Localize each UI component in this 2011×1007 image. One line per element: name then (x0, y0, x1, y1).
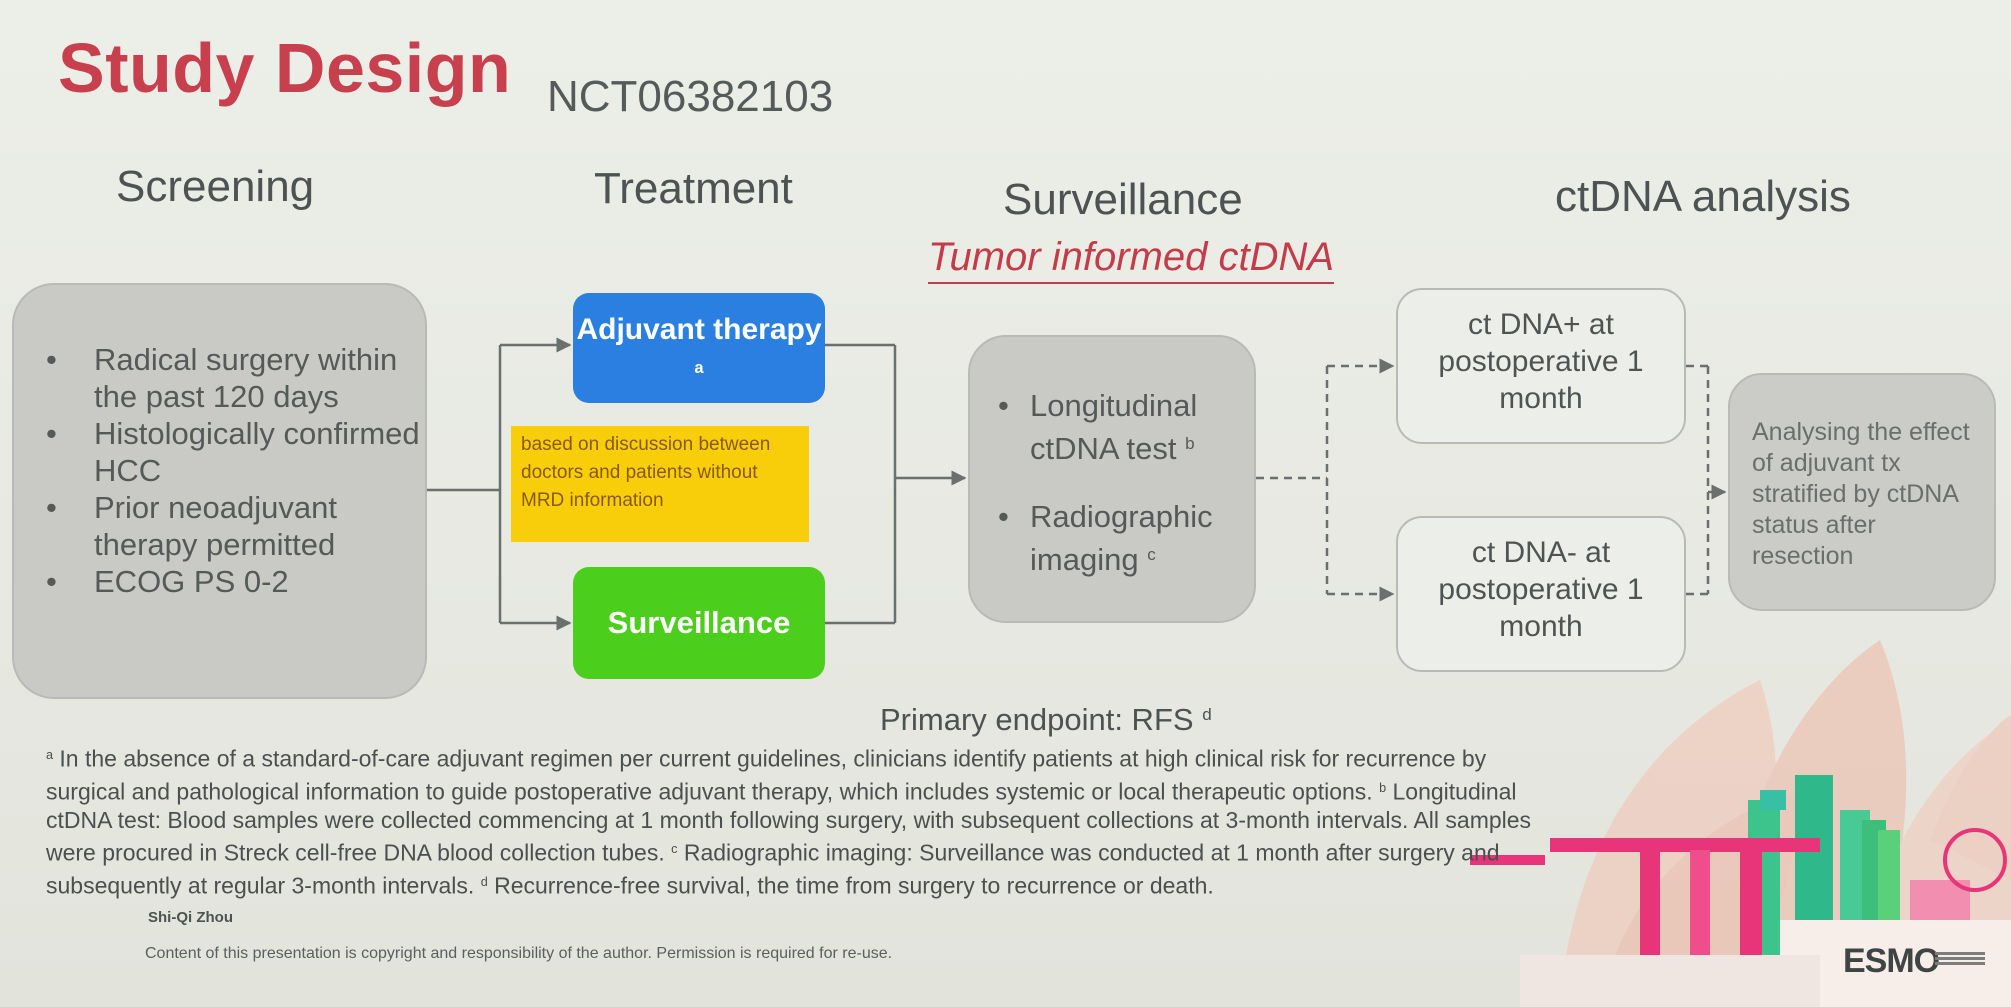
footnote-a-text: In the absence of a standard-of-care adj… (46, 745, 1487, 805)
slide-title: Study Design (58, 29, 512, 107)
surveillance-methods-box: Longitudinal ctDNA test b Radiographic i… (968, 335, 1256, 623)
surveillance-arm-box: Surveillance (573, 567, 825, 679)
footnote-a-mark: a (46, 748, 54, 762)
esmo-logo: ESMO (1843, 942, 1940, 980)
screening-criteria-box: Radical surgery within the past 120 days… (12, 283, 427, 699)
phase-treatment: Treatment (594, 164, 793, 213)
screening-criteria-list: Radical surgery within the past 120 days… (14, 285, 425, 600)
trial-id: NCT06382103 (547, 72, 834, 121)
criterion-item: Prior neoadjuvant therapy permitted (46, 489, 425, 563)
tumor-informed-subheading: Tumor informed ctDNA (928, 235, 1335, 284)
skyline-decoration (1470, 775, 2011, 1007)
surveillance-method-text: Radiographic imaging (1030, 499, 1213, 578)
adjuvant-therapy-box: Adjuvant therapy a (573, 293, 825, 403)
criterion-item: Histologically confirmed HCC (46, 415, 425, 489)
footnote-mark-d: d (1202, 704, 1212, 724)
ctdna-positive-box: ct DNA+ at postoperative 1 month (1396, 288, 1686, 444)
author-name: Shi-Qi Zhou (148, 909, 233, 926)
footnote-c-mark: c (671, 842, 678, 857)
footnote-d-mark: d (480, 874, 488, 889)
primary-endpoint: Primary endpoint: RFS d (880, 702, 1212, 738)
footnote-d-text: Recurrence-free survival, the time from … (494, 872, 1214, 899)
footnotes: a In the absence of a standard-of-care a… (46, 741, 1566, 900)
ctdna-negative-box: ct DNA- at postoperative 1 month (1396, 516, 1686, 672)
surveillance-method-item: Radiographic imaging c (998, 498, 1254, 579)
surveillance-method-item: Longitudinal ctDNA test b (998, 387, 1254, 468)
esmo-logo-tagline (1935, 950, 1985, 967)
phase-ctdna-analysis: ctDNA analysis (1555, 172, 1851, 221)
phase-surveillance: Surveillance (1003, 175, 1243, 224)
footnote-b-mark: b (1379, 780, 1387, 795)
surveillance-methods-list: Longitudinal ctDNA test b Radiographic i… (970, 337, 1254, 579)
adjuvant-therapy-label: Adjuvant therapy (576, 313, 822, 346)
decision-note-box: based on discussion between doctors and … (511, 426, 809, 542)
criterion-item: Radical surgery within the past 120 days (46, 341, 425, 415)
footnote-mark-a: a (694, 359, 704, 377)
footnote-mark-c: c (1147, 545, 1156, 565)
footnote-mark-b: b (1185, 434, 1195, 453)
analysis-box: Analysing the effect of adjuvant tx stra… (1728, 373, 1996, 611)
phase-screening: Screening (116, 162, 315, 211)
copyright-notice: Content of this presentation is copyrigh… (145, 945, 893, 962)
footnote-b-text: Longitudinal ctDNA test: Blood samples w… (46, 778, 1532, 866)
criterion-item: ECOG PS 0-2 (46, 563, 425, 600)
primary-endpoint-text: Primary endpoint: RFS (880, 702, 1194, 737)
surveillance-method-text: Longitudinal ctDNA test (1030, 388, 1198, 467)
footnote-c-text: Radiographic imaging: Surveillance was c… (46, 839, 1500, 899)
